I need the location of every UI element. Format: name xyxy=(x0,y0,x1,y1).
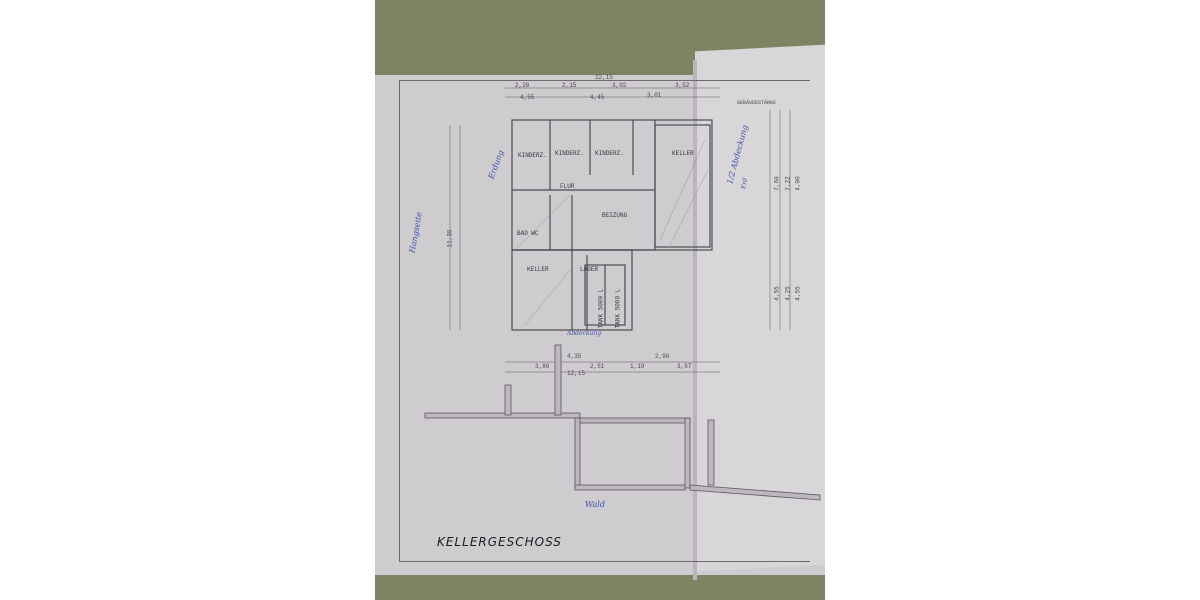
room-label: TANK 5000 L xyxy=(597,288,605,329)
room-label: KINDERZ. xyxy=(595,150,624,157)
dimension-label: 4,55 xyxy=(773,286,781,301)
photo: KINDERZ. KINDERZ. KINDERZ. KELLER FLUR B… xyxy=(375,0,825,600)
paper-fold xyxy=(693,60,697,580)
dimension-label: 12,15 xyxy=(595,74,614,81)
dimension-label: 2,15 xyxy=(562,82,577,89)
room-label: TANK 5000 L xyxy=(614,288,622,329)
floor-plan-drawing xyxy=(424,87,821,501)
dimension-label: 4,25 xyxy=(784,286,792,301)
dimension-label: 7,22 xyxy=(784,176,792,191)
room-label: KINDERZ. xyxy=(518,152,547,159)
dimension-header: GEBÄUDESTÄRKE xyxy=(737,100,777,106)
dimension-label: 2,90 xyxy=(655,353,670,360)
dimension-label: 3,02 xyxy=(612,82,627,89)
dimension-label: 3,01 xyxy=(647,92,662,99)
dimension-label: 3,80 xyxy=(535,363,550,370)
handwritten-note: Abdeckung xyxy=(567,330,602,337)
dimension-label: 3,57 xyxy=(677,363,692,370)
room-label: KELLER xyxy=(672,150,694,157)
room-label: FLUR xyxy=(560,183,575,190)
dimension-label: 3,52 xyxy=(675,82,690,89)
dimension-label: 4,35 xyxy=(567,353,582,360)
room-label: LAGER xyxy=(580,266,599,273)
dimension-label: 7,60 xyxy=(773,176,781,191)
handwritten-note: Wald xyxy=(585,500,605,509)
room-label: BAD WC xyxy=(517,230,539,237)
dimension-label: 1,19 xyxy=(630,363,645,370)
room-label: KINDERZ. xyxy=(555,150,584,157)
dimension-label: 4,55 xyxy=(794,286,802,301)
dimension-label: 11,35 xyxy=(446,229,454,248)
plan-title: KELLERGESCHOSS xyxy=(437,535,562,549)
dimension-label: 4,55 xyxy=(520,94,535,101)
dimension-label: 2,20 xyxy=(515,82,530,89)
dimension-label: 4,45 xyxy=(590,94,605,101)
room-label: BEIZUNG xyxy=(602,212,628,219)
dimension-label: 2,51 xyxy=(590,363,605,370)
dimension-label: 12,15 xyxy=(567,370,586,377)
room-label: KELLER xyxy=(527,266,549,273)
drawing-frame xyxy=(399,80,810,562)
dimension-label: 4,00 xyxy=(794,176,802,191)
